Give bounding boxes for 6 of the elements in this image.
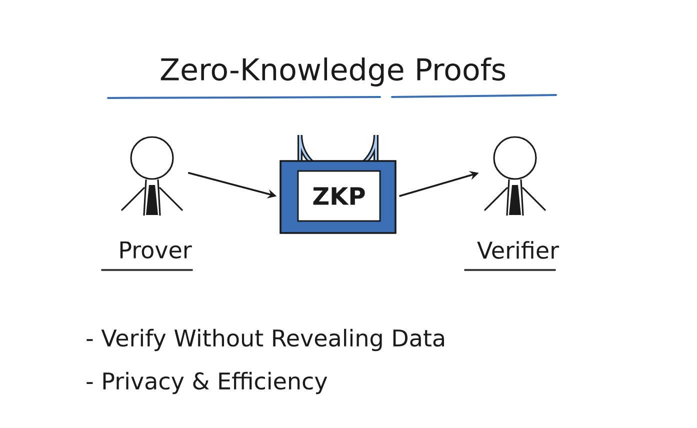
person-label: Prover <box>120 241 192 259</box>
bullet-text: - Verify Without Revealing Data <box>86 328 444 352</box>
padlock: ZKP <box>280 132 396 234</box>
title: Zero-Knowledge Proofs <box>160 57 506 87</box>
bullet-text: - Privacy & Efficiency <box>86 372 328 394</box>
person-label: Verifier <box>477 241 560 259</box>
